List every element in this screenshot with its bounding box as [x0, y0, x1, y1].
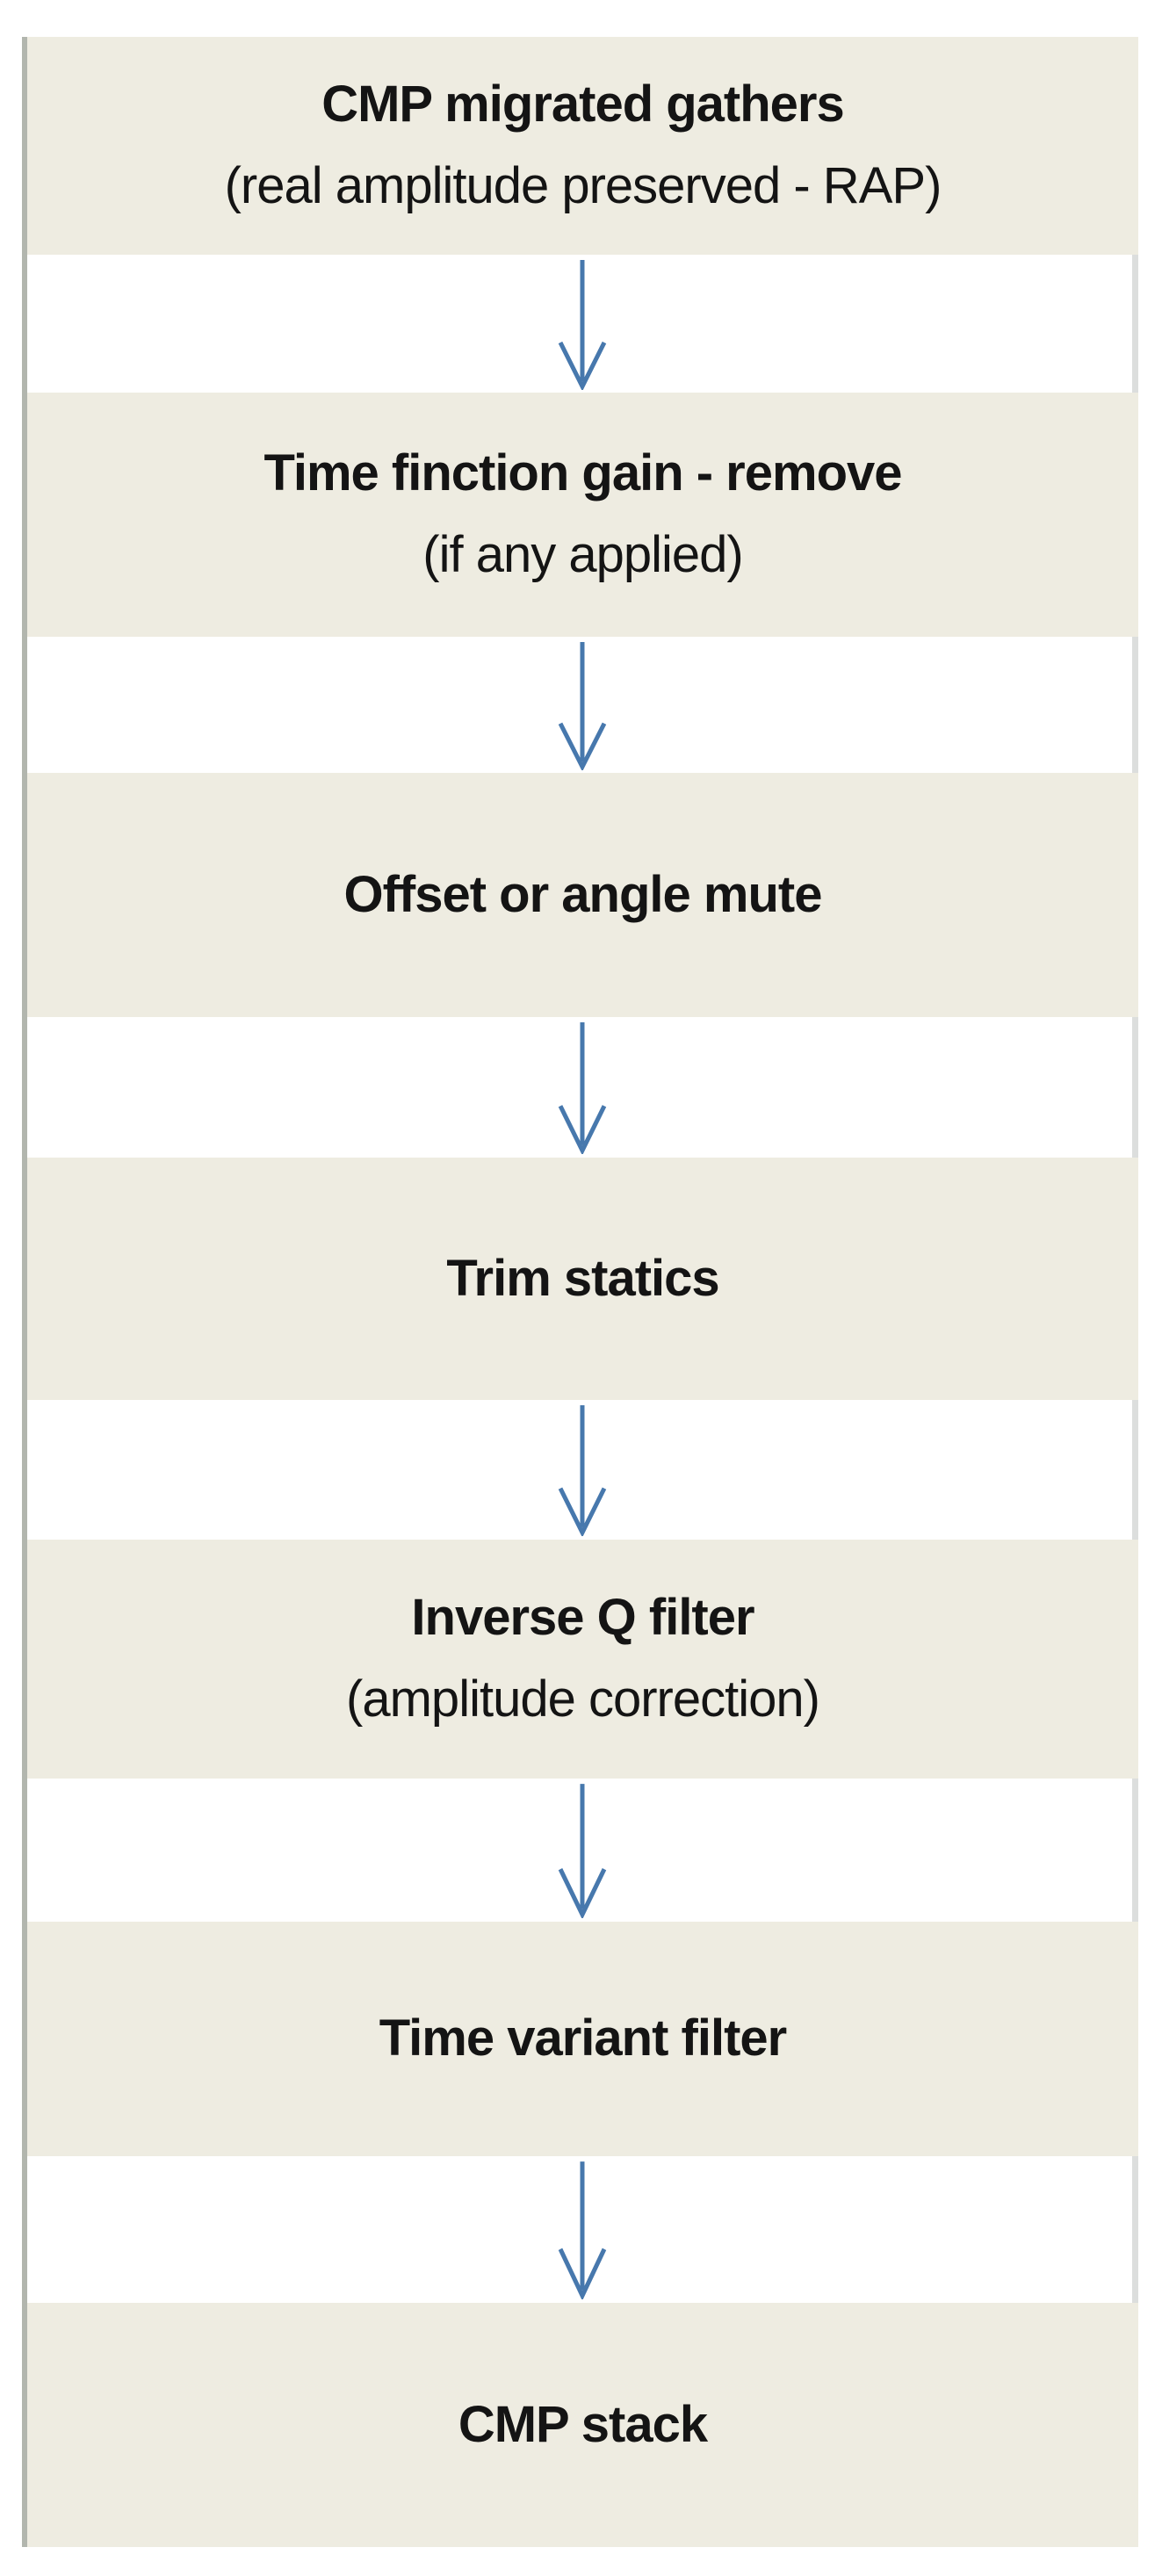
- flow-step-inverse-q-filter: Inverse Q filter (amplitude correction): [27, 1540, 1138, 1779]
- flow-step-time-function-gain-remove: Time finction gain - remove (if any appl…: [27, 393, 1138, 637]
- step-title: Offset or angle mute: [343, 865, 823, 923]
- flow-step-cmp-migrated-gathers: CMP migrated gathers (real amplitude pre…: [27, 37, 1138, 255]
- step-title: CMP stack: [458, 2395, 708, 2453]
- step-subtitle: (real amplitude preserved - RAP): [224, 157, 942, 214]
- step-subtitle: (amplitude correction): [346, 1670, 820, 1728]
- down-arrow-icon: [554, 640, 610, 770]
- flow-step-trim-statics: Trim statics: [27, 1158, 1138, 1400]
- flow-step-offset-or-angle-mute: Offset or angle mute: [27, 773, 1138, 1017]
- down-arrow-icon: [554, 258, 610, 390]
- step-title: Inverse Q filter: [411, 1589, 754, 1647]
- step-title: CMP migrated gathers: [321, 76, 845, 133]
- down-arrow-icon: [554, 1403, 610, 1536]
- left-border-line: [22, 37, 27, 2547]
- step-title: Time variant filter: [379, 2010, 787, 2067]
- step-title: Trim statics: [446, 1249, 719, 1307]
- down-arrow-icon: [554, 1021, 610, 1154]
- step-subtitle: (if any applied): [422, 526, 743, 583]
- down-arrow-icon: [554, 1782, 610, 1918]
- flow-step-cmp-stack: CMP stack: [27, 2303, 1138, 2547]
- flow-step-time-variant-filter: Time variant filter: [27, 1922, 1138, 2156]
- step-title: Time finction gain - remove: [263, 444, 902, 502]
- down-arrow-icon: [554, 2160, 610, 2299]
